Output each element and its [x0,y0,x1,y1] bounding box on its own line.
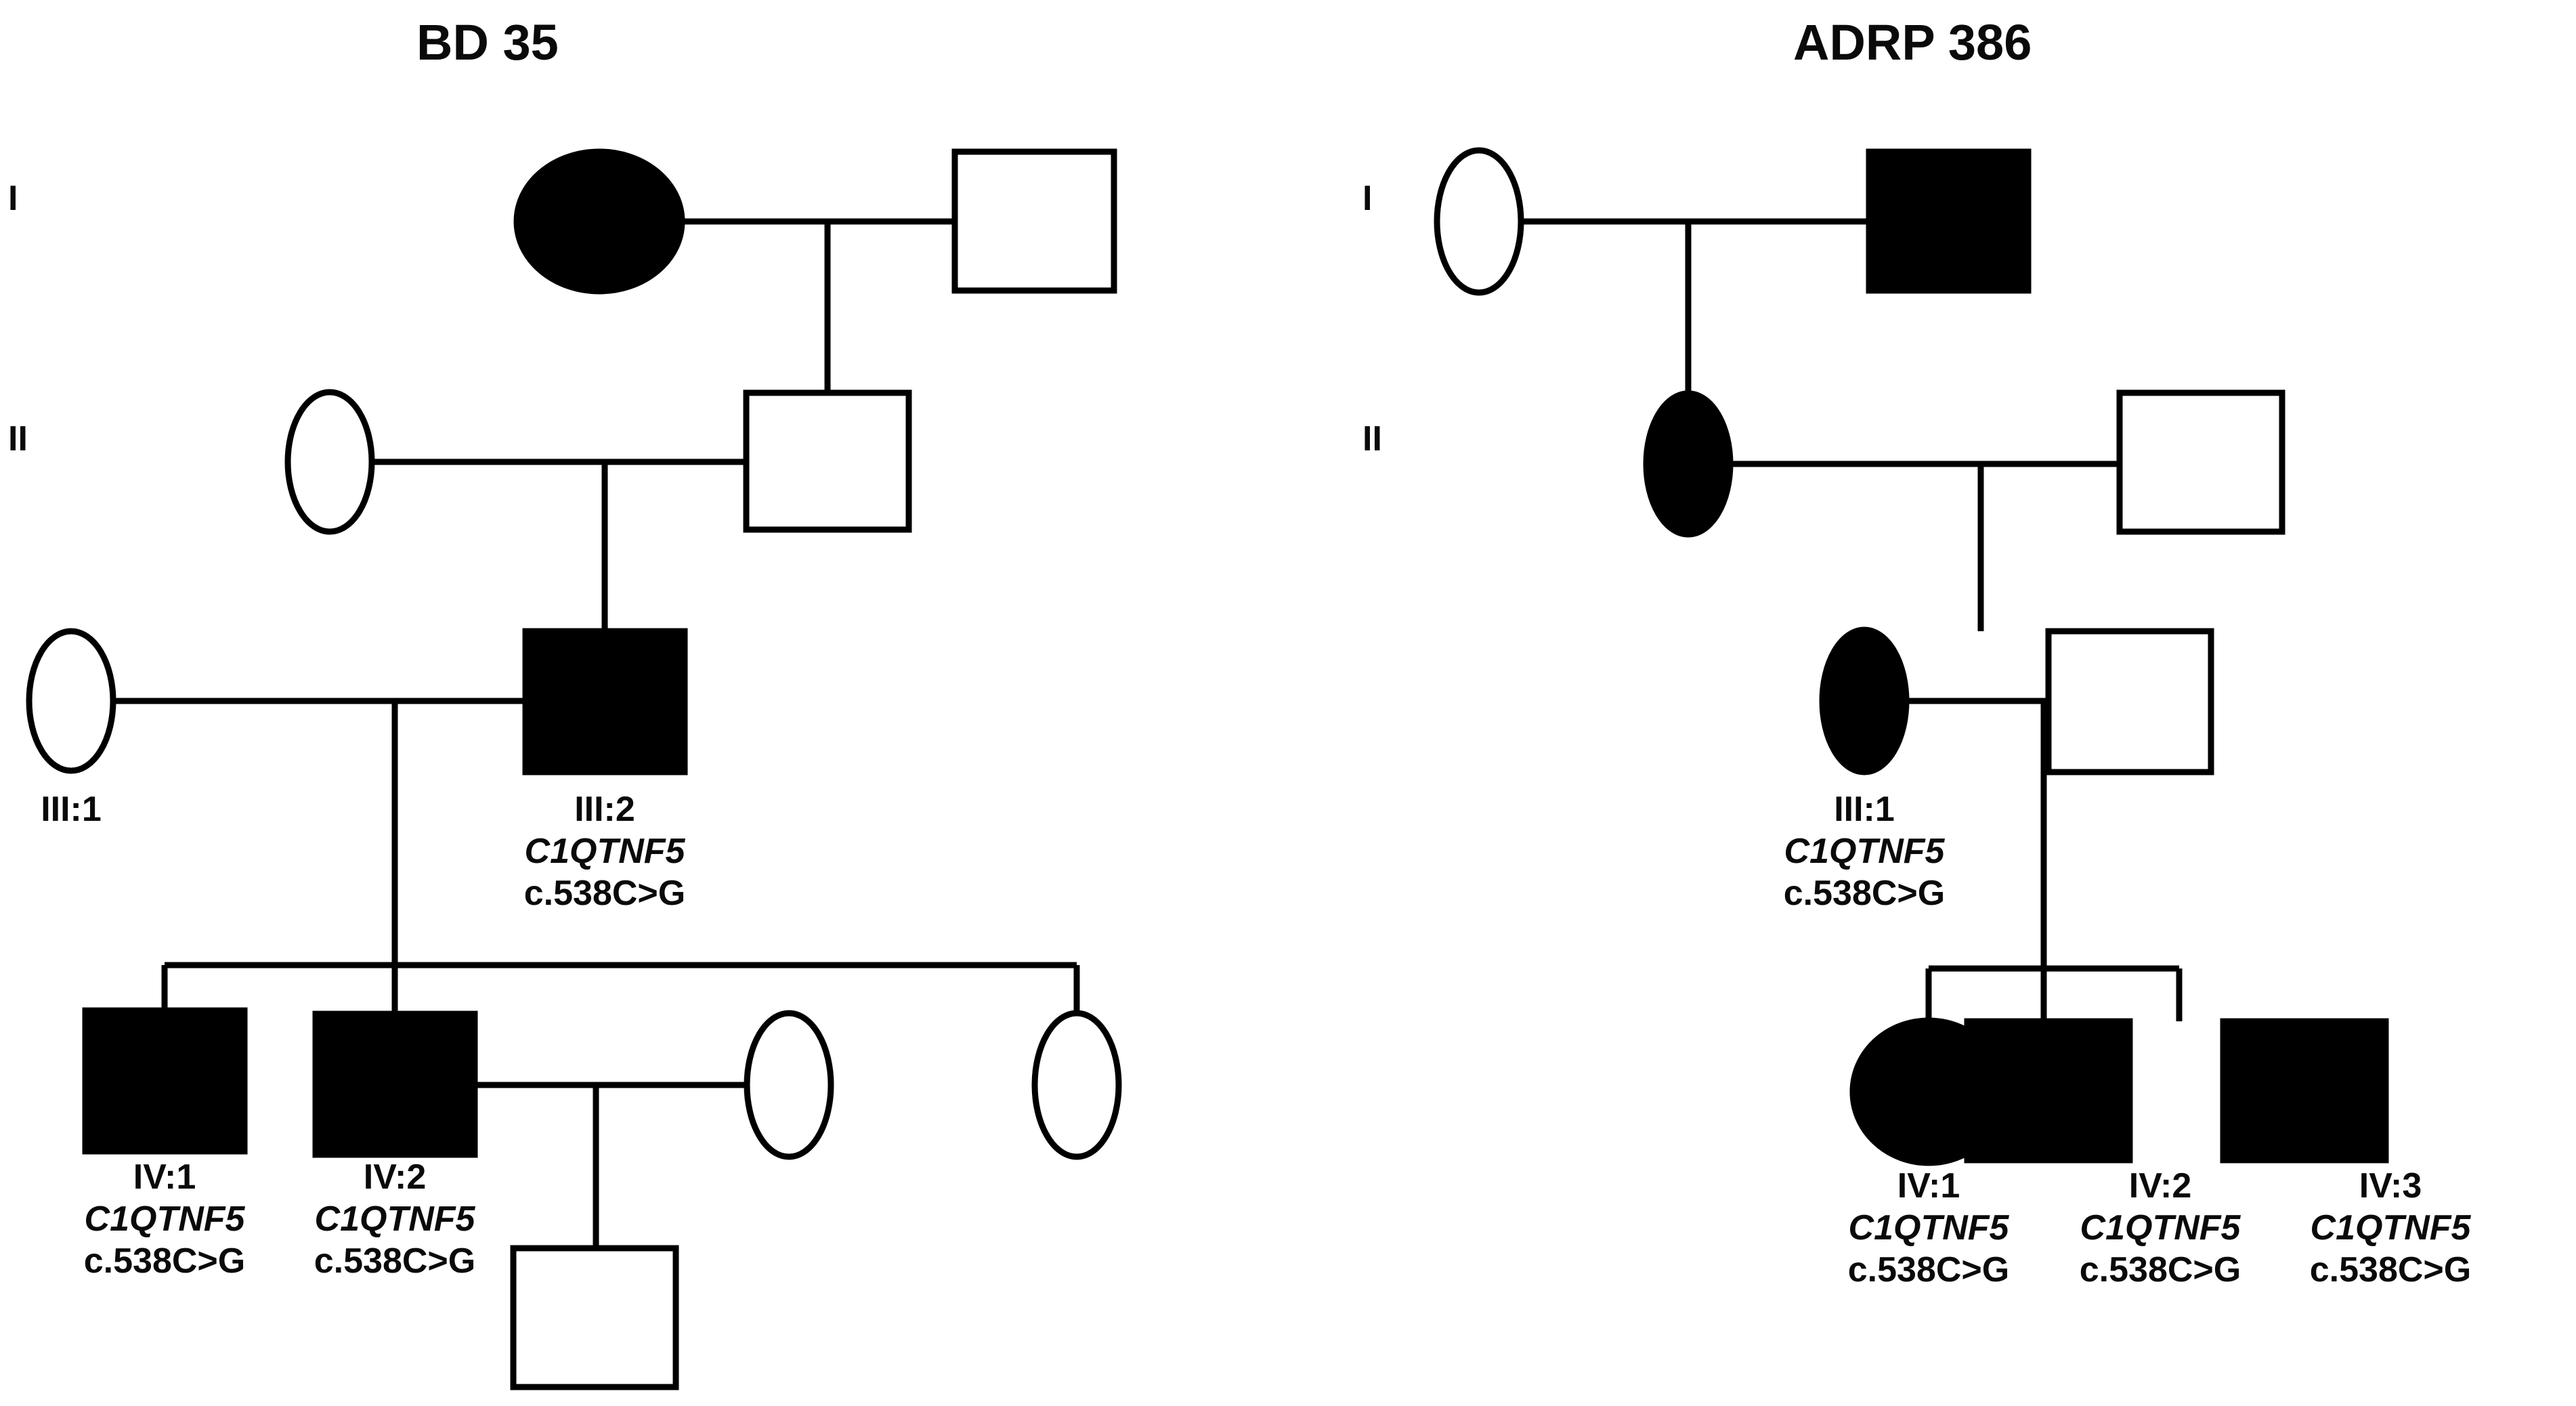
individual-left-V-1-unaffected-male[interactable] [510,1245,679,1390]
individual-left-III-1-unaffected-female[interactable] [26,628,116,774]
individual-right-IV-2-affected-male[interactable] [1964,1018,2133,1164]
label-left-IV-2-gene: C1QTNF5 [315,1199,476,1239]
label-left-III-1-id: III:1 [41,790,102,829]
label-right-III-1-gene: C1QTNF5 [1784,832,1946,871]
label-left-IV-2-variant: c.538C>G [314,1241,476,1281]
label-right-IV-2-variant: c.538C>G [2080,1250,2241,1290]
label-left-III-2-id: III:2 [574,790,635,829]
individual-left-I-1-affected-female[interactable] [513,148,685,295]
individual-left-IV-4-unaffected-female[interactable] [1031,1010,1122,1160]
individual-right-II-1-affected-female[interactable] [1643,390,1734,538]
individual-left-III-2-affected-male[interactable] [522,628,688,775]
generation-label-II-left: II [8,419,28,459]
individual-right-I-1-unaffected-female[interactable] [1434,147,1524,296]
individual-right-I-2-affected-male[interactable] [1866,148,2032,294]
pedigree-title-bd35: BD 35 [416,14,559,70]
label-right-IV-2-id: IV:2 [2129,1166,2192,1206]
pedigree-bd-35: BD 35 I II III:1 [8,14,1122,1390]
pedigree-adrp-386: ADRP 386 I II III:1 C1QTNF5 c.538C>G [1362,14,2472,1290]
generation-label-II-right: II [1362,419,1382,459]
label-left-III-2-variant: c.538C>G [524,874,686,913]
generation-label-I-left: I [8,179,18,218]
individual-left-I-2-unaffected-male[interactable] [951,148,1117,294]
label-left-III-2-gene: C1QTNF5 [525,832,686,871]
individual-right-II-2-unaffected-male[interactable] [2116,389,2285,535]
individual-left-II-1-unaffected-female[interactable] [284,389,375,535]
label-right-IV-1-id: IV:1 [1897,1166,1960,1206]
label-right-IV-3-variant: c.538C>G [2310,1250,2472,1290]
label-right-IV-2-gene: C1QTNF5 [2080,1208,2241,1248]
label-left-IV-1-id: IV:1 [133,1157,196,1197]
label-left-IV-1-gene: C1QTNF5 [85,1199,246,1239]
label-left-IV-2-id: IV:2 [364,1157,427,1197]
pedigree-title-adrp386: ADRP 386 [1793,14,2032,70]
label-right-IV-1-gene: C1QTNF5 [1849,1208,2010,1248]
label-right-III-1-id: III:1 [1834,790,1895,829]
label-right-III-1-variant: c.538C>G [1784,874,1946,913]
individual-right-III-2-unaffected-male[interactable] [2045,628,2214,775]
individual-right-III-1-affected-female[interactable] [1819,626,1910,775]
label-left-IV-1-variant: c.538C>G [84,1241,246,1281]
individual-left-II-2-unaffected-male[interactable] [743,389,912,533]
label-right-IV-1-variant: c.538C>G [1848,1250,2010,1290]
label-right-IV-3-id: IV:3 [2359,1166,2422,1206]
individual-right-IV-3-affected-male[interactable] [2220,1018,2389,1164]
individual-left-IV-1-affected-male[interactable] [82,1007,248,1155]
label-right-IV-3-gene: C1QTNF5 [2311,1208,2472,1248]
individual-left-IV-3-unaffected-female[interactable] [744,1010,834,1160]
individual-left-IV-2-affected-male[interactable] [312,1010,478,1158]
generation-label-I-right: I [1362,179,1372,218]
